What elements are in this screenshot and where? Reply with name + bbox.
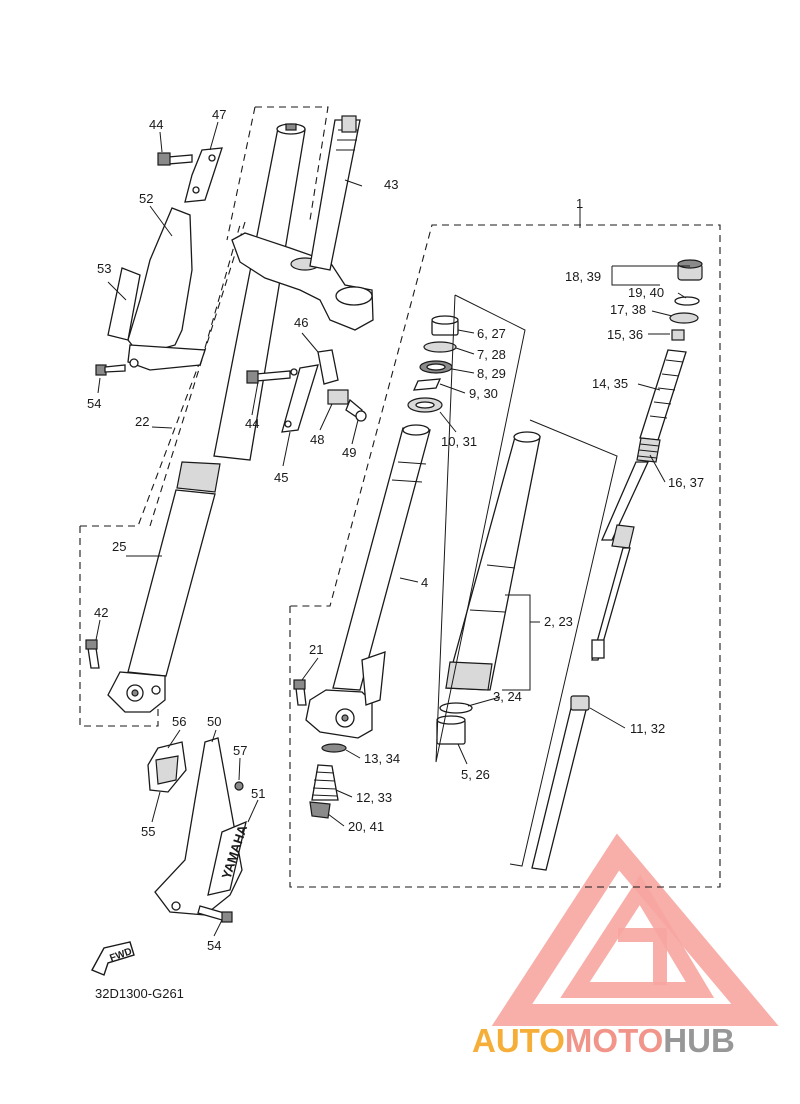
callout-57: 57	[233, 743, 247, 758]
watermark-word-moto: MOTO	[565, 1022, 663, 1059]
callout-9-30: 9, 30	[469, 386, 498, 401]
damper-rod-parts	[531, 259, 703, 871]
callout-16-37: 16, 37	[668, 475, 704, 490]
callout-48: 48	[310, 432, 324, 447]
callout-14-35: 14, 35	[592, 376, 628, 391]
callout-1: 1	[576, 196, 583, 211]
watermark-triangle	[491, 833, 779, 1026]
fork-guard-parts	[147, 737, 247, 923]
callout-labels: 1 18, 39 19, 40 17, 38 15, 36 14, 35 16,…	[87, 107, 704, 953]
watermark-text: AUTOMOTOHUB	[472, 1022, 735, 1059]
callout-6-27: 6, 27	[477, 326, 506, 341]
inner-fork-parts	[293, 294, 618, 867]
callout-25: 25	[112, 539, 126, 554]
callout-45: 45	[274, 470, 288, 485]
callout-54-top: 54	[87, 396, 101, 411]
callout-21: 21	[309, 642, 323, 657]
callout-42: 42	[94, 605, 108, 620]
callout-7-28: 7, 28	[477, 347, 506, 362]
callout-44-top: 44	[149, 117, 163, 132]
callout-47: 47	[212, 107, 226, 122]
watermark-word-auto: AUTO	[472, 1022, 565, 1059]
callout-20-41: 20, 41	[348, 819, 384, 834]
callout-5-26: 5, 26	[461, 767, 490, 782]
left-fork-assembly	[85, 115, 374, 713]
leader-lines	[95, 121, 690, 937]
callout-19-40: 19, 40	[628, 285, 664, 300]
callout-3-24: 3, 24	[493, 689, 522, 704]
callout-10-31: 10, 31	[441, 434, 477, 449]
callout-50: 50	[207, 714, 221, 729]
callout-44-mid: 44	[245, 416, 259, 431]
callout-56: 56	[172, 714, 186, 729]
watermark-word-hub: HUB	[663, 1022, 735, 1059]
fwd-arrow-icon: FWD	[91, 941, 135, 976]
callout-51: 51	[251, 786, 265, 801]
callout-55: 55	[141, 824, 155, 839]
watermark-logo	[491, 833, 779, 1026]
callout-43: 43	[384, 177, 398, 192]
callout-17-38: 17, 38	[610, 302, 646, 317]
callout-13-34: 13, 34	[364, 751, 400, 766]
callout-54-bottom: 54	[207, 938, 221, 953]
callout-22: 22	[135, 414, 149, 429]
callout-12-33: 12, 33	[356, 790, 392, 805]
callout-4: 4	[421, 575, 428, 590]
callout-46: 46	[294, 315, 308, 330]
fork-assembly-dashed-outline	[226, 106, 721, 888]
callout-49: 49	[342, 445, 356, 460]
diagram-code: 32D1300-G261	[95, 986, 184, 1001]
callout-8-29: 8, 29	[477, 366, 506, 381]
callout-2-23: 2, 23	[544, 614, 573, 629]
callout-53: 53	[97, 261, 111, 276]
callout-11-32: 11, 32	[630, 721, 665, 736]
callout-52: 52	[139, 191, 153, 206]
svg-text:AUTOMOTOHUB: AUTOMOTOHUB	[472, 1022, 735, 1059]
callout-15-36: 15, 36	[607, 327, 643, 342]
callout-18-39: 18, 39	[565, 269, 601, 284]
